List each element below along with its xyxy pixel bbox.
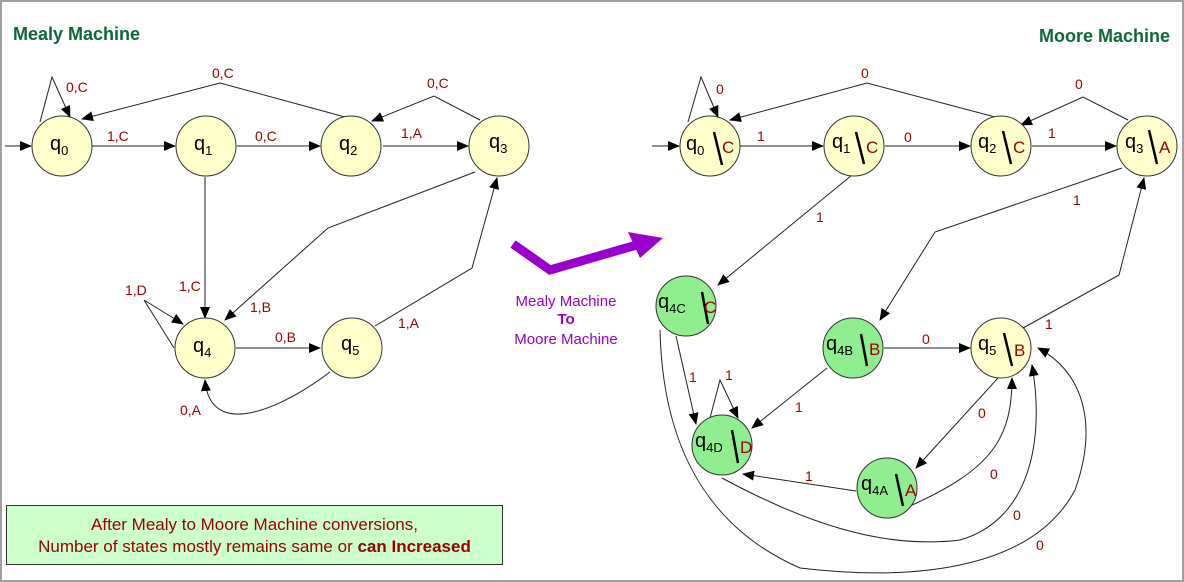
svg-text:C: C (1013, 138, 1025, 157)
moore-state-q5[interactable]: q5 B (970, 317, 1032, 379)
mealy-state-q2[interactable]: q2 (320, 115, 382, 177)
mealy-state-q4[interactable]: q4 (174, 317, 236, 379)
moore-edge-q4B-q4D (751, 367, 828, 429)
moore-edge-q3-q4B (879, 167, 1123, 321)
mealy-state-q5[interactable]: q5 (321, 317, 383, 379)
moore-edge-q4D-q4D (709, 378, 739, 419)
moore-label-q1-q4C: 1 (816, 209, 824, 225)
moore-edge-q1-q4C (717, 174, 853, 286)
mealy-label-q4-q4: 1,D (125, 282, 147, 298)
svg-text:D: D (740, 438, 752, 457)
note-line2: Number of states mostly remains same or … (7, 536, 502, 558)
conversion-label-line3: Moore Machine (514, 331, 617, 348)
moore-label-q1-q2: 0 (904, 129, 912, 145)
moore-edge-q3-q2 (1020, 96, 1129, 126)
svg-text:B: B (1014, 341, 1025, 360)
note-box: After Mealy to Moore Machine conversions… (6, 505, 503, 565)
mealy-label-q1-q2: 0,C (255, 128, 277, 144)
moore-label-q4A-q4D: 1 (805, 468, 813, 484)
moore-label-q4C-q4D: 1 (689, 369, 697, 385)
svg-text:A: A (905, 481, 917, 500)
mealy-label-q4-q5: 0,B (275, 329, 296, 345)
moore-label-q3-q2: 0 (1075, 76, 1083, 92)
mealy-edge-q5-q3 (374, 177, 499, 327)
svg-text:C: C (722, 138, 734, 157)
moore-edge-q0-q0 (687, 75, 719, 123)
moore-label-q4A-q5: 0 (990, 466, 998, 482)
moore-label-q5-q3: 1 (1045, 316, 1053, 332)
mealy-edge-q0-q0 (39, 75, 71, 123)
mealy-edge-q2-q0 (81, 82, 346, 122)
svg-text:A: A (1159, 138, 1171, 157)
moore-state-q4D[interactable]: q4D D (691, 414, 753, 476)
mealy-label-q3-q2: 0,C (427, 75, 449, 91)
note-line2-bold: can Increased (357, 537, 471, 556)
moore-label-q4C-q5: 0 (1036, 537, 1044, 553)
note-line1: After Mealy to Moore Machine conversions… (91, 515, 418, 534)
moore-label-q2-q0: 0 (861, 65, 869, 81)
moore-edges (652, 75, 1147, 574)
moore-state-q0[interactable]: q0 C (679, 115, 741, 177)
moore-label-q4D-q5: 0 (1013, 507, 1021, 523)
mealy-label-q0-q0: 0,C (66, 79, 88, 95)
moore-state-q4B[interactable]: q4B B (822, 317, 884, 379)
conversion-label-line1: Mealy Machine (516, 293, 617, 310)
moore-edge-q4D-q5 (721, 364, 1039, 543)
moore-state-q4A[interactable]: q4A A (856, 457, 918, 519)
moore-label-q2-q3: 1 (1048, 125, 1056, 141)
mealy-edge-q4-q4 (143, 299, 184, 349)
mealy-state-q3[interactable]: q3 (468, 115, 530, 177)
moore-edge-q4C-q5 (659, 329, 1087, 574)
moore-label-q0-q0: 0 (716, 81, 724, 97)
moore-edge-q4A-q4D (742, 470, 857, 492)
moore-state-q4C[interactable]: q4C C (655, 275, 717, 337)
mealy-label-q0-q1: 1,C (107, 128, 129, 144)
svg-text:B: B (869, 340, 880, 359)
moore-state-q3[interactable]: q3 A (1116, 115, 1178, 177)
moore-label-q4B-q4D: 1 (795, 399, 803, 415)
mealy-label-q2-q3: 1,A (401, 125, 423, 141)
moore-label-q4D-q4D: 1 (725, 367, 733, 383)
moore-edge-q4C-q4D (675, 335, 699, 425)
moore-label-q5-q4A: 0 (978, 405, 986, 421)
moore-edge-q5-q3 (1022, 177, 1147, 329)
mealy-state-q1[interactable]: q1 (175, 115, 237, 177)
mealy-state-q0[interactable]: q0 (31, 115, 93, 177)
moore-edge-q4A-q5 (909, 377, 1017, 507)
mealy-label-q1-q4: 1,C (179, 278, 201, 294)
moore-title: Moore Machine (1039, 26, 1170, 46)
conversion-arrow-icon (510, 239, 642, 275)
moore-state-q1[interactable]: q1 C (823, 115, 885, 177)
moore-label-q4B-q5: 0 (922, 331, 930, 347)
moore-edge-q2-q0 (729, 82, 996, 122)
moore-labels: 0 1 0 1 0 1 0 1 1 1 1 0 1 0 1 0 0 0 (689, 65, 1083, 553)
mealy-label-q5-q4: 0,A (180, 402, 202, 418)
mealy-labels: 0,C 1,C 0,C 1,C 0,C 1,A 0,C 1,B 1,D 0,B … (66, 65, 449, 418)
conversion-arrowhead-icon (628, 232, 663, 258)
mealy-edges (5, 75, 499, 415)
moore-label-q0-q1: 1 (757, 128, 765, 144)
moore-label-q3-q4B: 1 (1073, 192, 1081, 208)
moore-edge-q5-q4A (915, 377, 999, 469)
mealy-label-q2-q0: 0,C (212, 65, 234, 81)
mealy-title: Mealy Machine (13, 24, 140, 44)
mealy-edge-q3-q4 (224, 171, 476, 321)
mealy-label-q5-q3: 1,A (398, 315, 420, 331)
moore-state-q2[interactable]: q2 C (970, 115, 1032, 177)
mealy-label-q3-q4: 1,B (250, 299, 271, 315)
mealy-edge-q3-q2 (371, 95, 481, 122)
note-line2-prefix: Number of states mostly remains same or (38, 537, 358, 556)
svg-text:C: C (704, 298, 716, 317)
conversion-label-line2: To (557, 311, 574, 328)
svg-text:C: C (866, 138, 878, 157)
mealy-edge-q5-q4 (200, 371, 331, 415)
svg-text:q4B: q4B (826, 333, 853, 358)
